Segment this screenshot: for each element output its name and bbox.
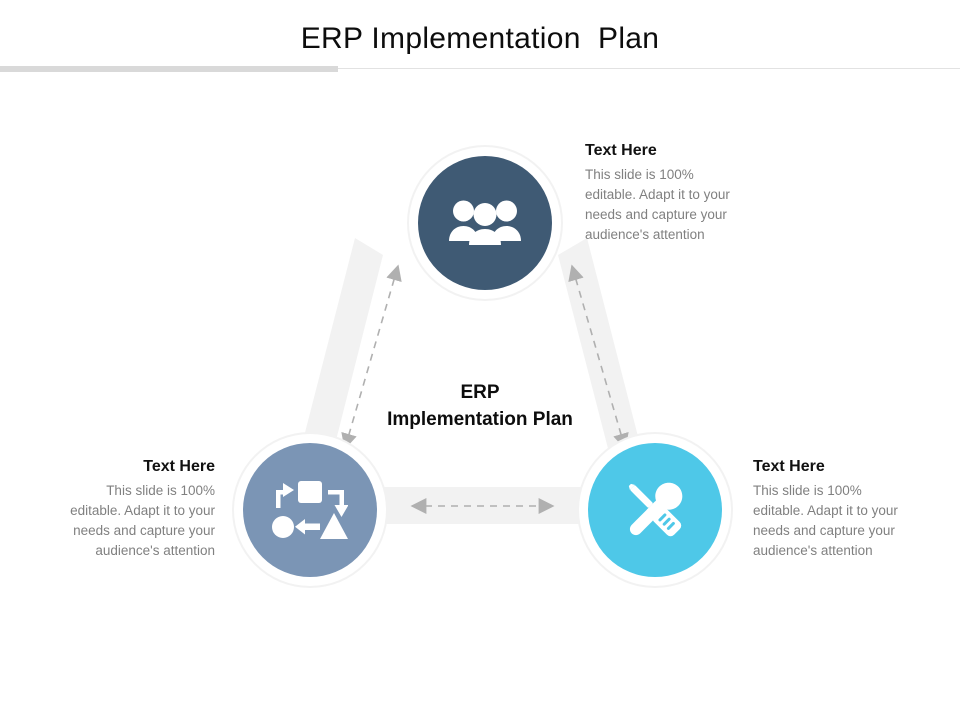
arrow-right-band: [568, 264, 629, 450]
text-block-body: This slide is 100% editable. Adapt it to…: [753, 483, 898, 558]
band-arrows: [341, 264, 629, 514]
center-label: ERP Implementation Plan: [387, 382, 573, 430]
text-block-bottom-right: Text Here This slide is 100% editable. A…: [753, 458, 933, 560]
title-rule-thin: [338, 68, 960, 69]
text-block-body: This slide is 100% editable. Adapt it to…: [585, 167, 730, 242]
people-group-icon: [448, 195, 522, 251]
node-process[interactable]: [243, 443, 377, 577]
arrow-left-band: [341, 264, 402, 450]
text-block-body: This slide is 100% editable. Adapt it to…: [70, 483, 215, 558]
wrench-screwdriver-icon: [619, 474, 691, 546]
text-block-title: Text Here: [585, 142, 657, 159]
triangle-diagram: ERP Implementation Plan: [0, 80, 960, 680]
process-flow-icon: [272, 479, 348, 541]
title-rule-thick: [0, 66, 338, 72]
node-tools[interactable]: [588, 443, 722, 577]
page-title: ERP Implementation Plan: [300, 22, 660, 55]
text-block-title: Text Here: [143, 458, 215, 475]
band-bottom: [348, 487, 595, 524]
text-block-bottom-left: Text Here This slide is 100% editable. A…: [40, 458, 215, 560]
connector-bands: [300, 238, 642, 524]
node-people[interactable]: [418, 156, 552, 290]
text-block-title: Text Here: [753, 458, 825, 475]
text-block-top-right: Text Here This slide is 100% editable. A…: [585, 142, 760, 244]
